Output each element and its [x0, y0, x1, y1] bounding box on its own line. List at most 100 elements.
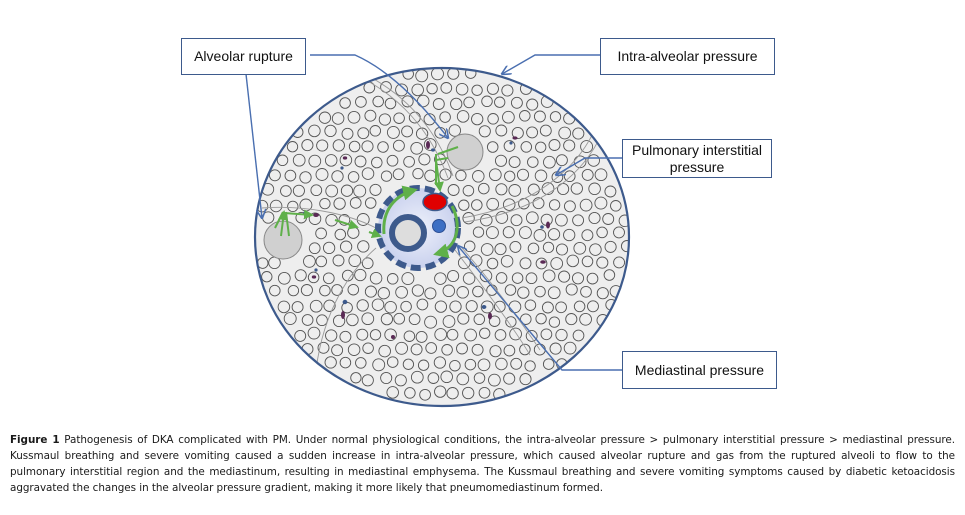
alveolus [594, 196, 608, 210]
alveolus [333, 197, 346, 210]
alveolus [579, 198, 593, 212]
alveolus [533, 229, 547, 242]
alveolus [369, 125, 382, 137]
alveolus [440, 370, 453, 384]
gas-flow-arc-left [382, 185, 418, 235]
alveolus [550, 257, 564, 270]
alveolus [393, 312, 406, 325]
alveolus [455, 82, 469, 96]
alveolus [449, 300, 462, 313]
label-mediastinal-pressure-text: Mediastinal pressure [634, 361, 765, 378]
lung-outline [253, 66, 631, 408]
alveolus [478, 386, 491, 399]
alveolus [534, 285, 546, 298]
alveolus [369, 329, 382, 341]
alveolus [287, 284, 300, 297]
alveolus [412, 167, 424, 180]
alveolus [377, 287, 390, 300]
alveolus [489, 345, 502, 358]
alveolus [324, 356, 337, 369]
leader-mediastinal [458, 246, 622, 371]
alveolus [347, 171, 360, 183]
alveolus [299, 171, 312, 184]
gas-flow-arrows [274, 146, 459, 238]
alveolus [300, 284, 313, 297]
label-pulmonary-interstitial-pressure-text: Pulmonary interstitial pressure [632, 141, 762, 175]
alveolus [417, 359, 430, 371]
alveoli-group [255, 68, 629, 401]
alveolus [558, 270, 571, 283]
alveolus [317, 341, 330, 354]
alveolus [473, 372, 486, 384]
alveolus [518, 226, 532, 240]
alveolus [494, 243, 507, 256]
alveolus [478, 182, 490, 195]
alveolus [558, 126, 572, 140]
alveolus [462, 272, 476, 285]
alveolus [331, 284, 343, 296]
alveolus [472, 170, 485, 183]
alveolus [502, 226, 515, 239]
alveolus [280, 185, 292, 197]
alveolus [555, 243, 569, 256]
alveolus [384, 97, 397, 110]
alveolus [588, 211, 601, 225]
alveolus [486, 197, 500, 211]
alveolus [440, 82, 453, 94]
alveolus [377, 141, 389, 153]
alveolus [347, 283, 360, 296]
alveolus [319, 197, 331, 210]
alveolus [535, 141, 547, 153]
alveolus [511, 126, 524, 140]
alveolus [434, 328, 448, 341]
alveolus [462, 386, 475, 400]
alveolus [587, 154, 600, 167]
alveolus [503, 140, 516, 152]
alveolus [309, 299, 323, 313]
alveolus [596, 256, 609, 269]
alveolus [433, 356, 447, 369]
alveolus [316, 139, 329, 152]
alveolus [502, 110, 515, 124]
alveolus [555, 301, 567, 314]
alveolus [315, 255, 328, 268]
leader-intra-alveolar [502, 54, 600, 74]
alveolus [464, 358, 477, 371]
alveolus [315, 227, 327, 240]
alveolus [395, 83, 409, 97]
alveolus [526, 126, 539, 139]
alveolus [303, 255, 316, 268]
alveolus [431, 68, 444, 81]
alveolus [442, 284, 456, 298]
alveolus [570, 182, 583, 195]
alveolus [613, 256, 626, 269]
alveolus [354, 155, 367, 168]
alveolus [566, 254, 580, 268]
gas-flow-arc-right [433, 205, 459, 259]
alveolus [526, 98, 539, 111]
figure-caption: Figure 1 Pathogenesis of DKA complicated… [10, 432, 955, 496]
alveolus [565, 283, 578, 296]
alveolus [403, 155, 415, 168]
alveolus [380, 81, 392, 93]
alveolus [503, 344, 516, 357]
alveolus [347, 343, 361, 356]
alveolus [493, 300, 506, 313]
alveolus [495, 211, 509, 224]
alveolus [434, 300, 448, 313]
alveolus [472, 285, 484, 298]
alveolus [516, 168, 530, 181]
alveolus [404, 387, 416, 399]
alveolus [277, 300, 291, 314]
alveolus [341, 127, 354, 140]
alveolus [535, 313, 547, 325]
alveolus [587, 300, 599, 313]
alveolus [573, 241, 587, 255]
alveolus [549, 111, 562, 123]
label-alveolar-rupture: Alveolar rupture [181, 38, 306, 75]
alveolus [268, 169, 281, 182]
alveolus [331, 170, 344, 183]
alveolus [481, 95, 493, 108]
alveolus [301, 139, 314, 152]
alveolus [277, 271, 291, 285]
